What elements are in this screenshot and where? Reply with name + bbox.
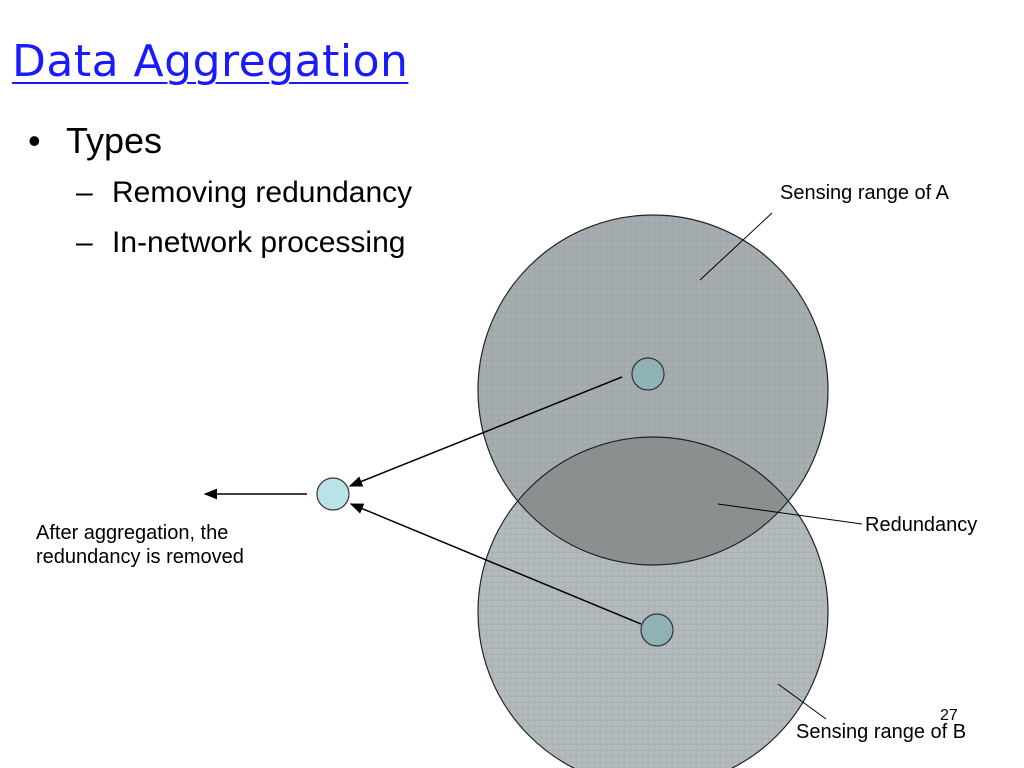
arrow-b-to-aggregator <box>349 503 642 625</box>
page-number: 27 <box>940 707 958 724</box>
aggregator-node <box>316 477 350 511</box>
arrow-a-to-aggregator <box>348 376 623 487</box>
bullet-types: • Types <box>28 120 162 162</box>
leader-line-b <box>777 683 827 720</box>
leader-line-a <box>699 212 773 281</box>
sensor-node-b <box>640 613 674 647</box>
label-sensing-range-b: Sensing range of B <box>796 721 967 743</box>
leader-line-redundancy <box>717 503 863 525</box>
label-after-aggregation: After aggregation, the redundancy is rem… <box>36 522 244 568</box>
subitem-label: Removing redundancy <box>112 176 413 209</box>
subitem-in-network-processing: –In-network processing <box>76 226 405 260</box>
bullet-label: Types <box>66 120 163 161</box>
sub-dash: – <box>76 226 93 259</box>
subitem-removing-redundancy: –Removing redundancy <box>76 176 412 210</box>
slide-title: Data Aggregation <box>12 36 409 87</box>
sensor-node-a <box>631 357 665 391</box>
range-b-outline <box>477 436 829 768</box>
label-sensing-range-a: Sensing range of A <box>780 182 950 204</box>
bullet-dot: • <box>28 120 41 161</box>
label-redundancy: Redundancy <box>865 514 978 536</box>
range-a-outline <box>477 214 829 566</box>
redundancy-region <box>478 437 828 565</box>
sub-dash: – <box>76 176 93 209</box>
subitem-label: In-network processing <box>112 226 406 259</box>
